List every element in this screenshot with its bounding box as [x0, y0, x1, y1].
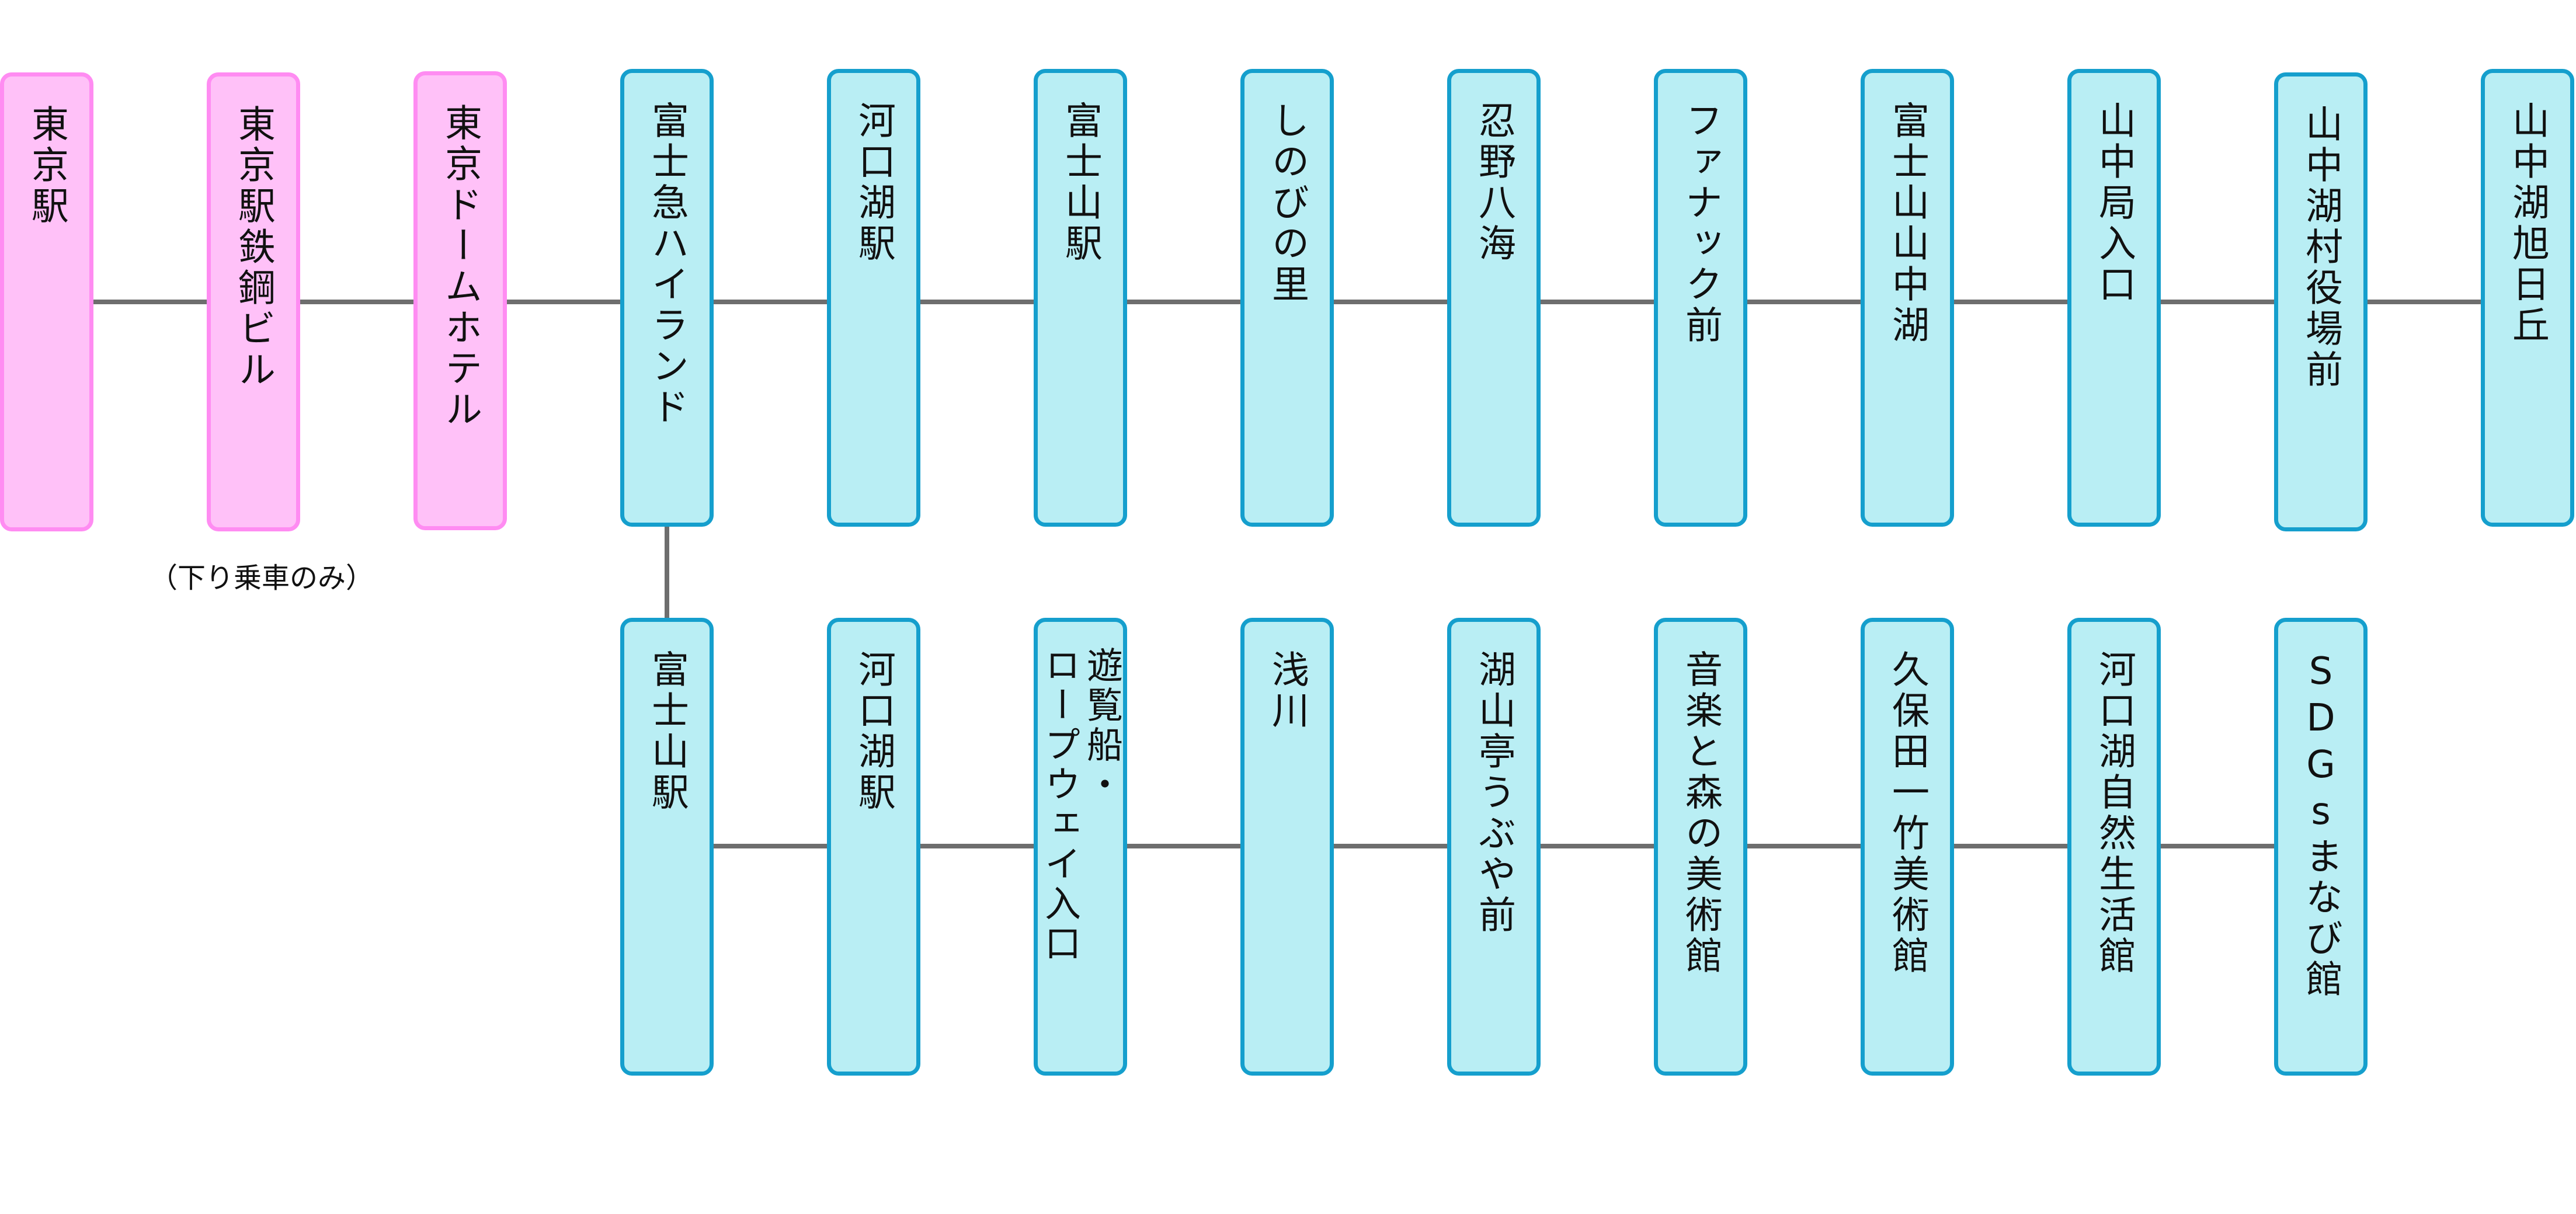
stop-label: 東京ドームホテル: [439, 103, 482, 430]
main_line-stop-tokyo-dome-hotel: 東京ドームホテル: [413, 71, 507, 530]
stop-label: SDGsまなび館: [2299, 650, 2342, 1000]
stop-label: しのびの里: [1266, 101, 1309, 305]
stop-label-line-1: 遊覧船・: [1080, 646, 1123, 805]
stop-label-line-2: ロープウェイ入口: [1038, 646, 1081, 964]
stop-label: 富士急ハイランド: [645, 101, 689, 428]
main_line-stop-yamanakako-village-office: 山中湖村役場前: [2274, 72, 2368, 531]
main_line-stop-shinobi-no-sato: しのびの里: [1240, 69, 1334, 527]
main_line-stop-tokyo-tekko-building: 東京駅鉄鋼ビル: [207, 72, 300, 531]
stop-label: 湖山亭うぶや前: [1472, 650, 1515, 936]
stop-label: 遊覧船・ロープウェイ入口: [1038, 646, 1123, 964]
main_line-stop-yamanaka-kyoku-iriguchi: 山中局入口: [2067, 69, 2161, 527]
stop-label: 河口湖自然生活館: [2092, 650, 2136, 977]
main_line-stop-kawaguchiko-station: 河口湖駅: [827, 69, 920, 527]
stop-label: 音楽と森の美術館: [1679, 650, 1722, 977]
branch_line-stop-music-forest-museum: 音楽と森の美術館: [1654, 618, 1747, 1076]
branch_line-stop-kawaguchiko-station-2: 河口湖駅: [827, 618, 920, 1076]
main_line-stop-oshino-hakkai: 忍野八海: [1447, 69, 1541, 527]
branch_line-stop-sdgs-manabi-kan: SDGsまなび館: [2274, 618, 2368, 1076]
stop-label: 河口湖駅: [852, 650, 895, 813]
stop-label: 河口湖駅: [852, 101, 895, 265]
main_line-stop-fujisan-yamanakako: 富士山山中湖: [1861, 69, 1954, 527]
main_line-stop-fanuc-mae: ファナック前: [1654, 69, 1747, 527]
stop-label: 富士山駅: [645, 650, 689, 813]
main_line-stop-fujikyu-highland: 富士急ハイランド: [620, 69, 714, 527]
main_line-stop-yamanakako-asahigaoka: 山中湖旭日丘: [2481, 69, 2574, 527]
branch_line-stop-kozantei-ubuya: 湖山亭うぶや前: [1447, 618, 1541, 1076]
stop-label: 富士山山中湖: [1886, 101, 1929, 346]
branch_line-stop-itchiku-kubota-museum: 久保田一竹美術館: [1861, 618, 1954, 1076]
stop-label: 東京駅: [25, 105, 68, 227]
main_line-stop-fujisan-station: 富士山駅: [1034, 69, 1127, 527]
connector-lines: [93, 300, 2481, 848]
stop-label: 浅川: [1266, 650, 1309, 732]
branch_line-stop-kawaguchiko-nature-center: 河口湖自然生活館: [2067, 618, 2161, 1076]
branch_line-stop-pleasure-boat-ropeway: 遊覧船・ロープウェイ入口: [1034, 618, 1127, 1076]
boarding-note: （下り乗車のみ）: [150, 562, 374, 594]
stop-label: ファナック前: [1679, 101, 1722, 346]
branch_line-stop-asakawa: 浅川: [1240, 618, 1334, 1076]
stop-label: 山中局入口: [2092, 101, 2136, 305]
main_line-stop-tokyo-station: 東京駅: [0, 72, 93, 531]
stop-label: 東京駅鉄鋼ビル: [232, 105, 275, 391]
stop-label: 忍野八海: [1472, 101, 1515, 265]
stop-label: 山中湖村役場前: [2299, 105, 2342, 391]
stop-label: 久保田一竹美術館: [1886, 650, 1929, 977]
stop-label: 富士山駅: [1059, 101, 1102, 265]
stop-label: 山中湖旭日丘: [2506, 101, 2549, 346]
branch_line-stop-fujisan-station-2: 富士山駅: [620, 618, 714, 1076]
